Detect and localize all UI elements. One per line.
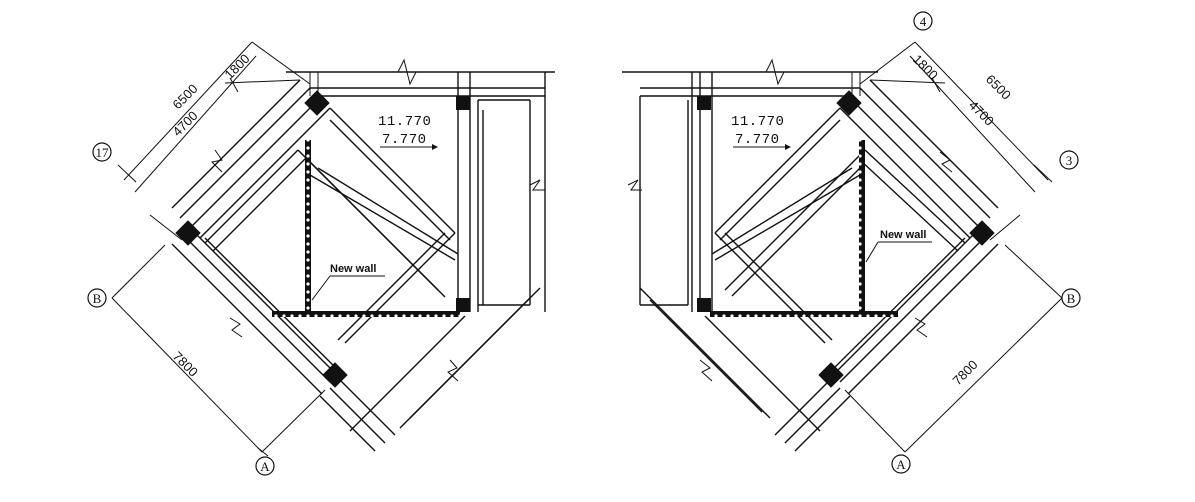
right-vertical-wall (627, 72, 713, 312)
right-dim-segment-a: 4700 (966, 98, 997, 129)
left-axis-bubble-b: B (87, 288, 107, 308)
left-axis-bubble-17: 17 (92, 142, 112, 162)
right-axis-bubble-4: 4 (913, 11, 933, 31)
left-plan: 6500 4700 1800 7800 11.770 7.770 New wal… (87, 41, 555, 476)
left-new-wall-note: New wall (330, 263, 376, 275)
svg-text:17: 17 (96, 145, 110, 160)
left-dim-bay: 7800 (170, 349, 201, 380)
right-top-wall (622, 58, 878, 97)
left-new-wall-horizontal (272, 311, 460, 317)
left-dim-overall: 6500 (170, 81, 201, 112)
right-new-wall-vertical (859, 140, 865, 315)
right-diagonal-frame (639, 79, 999, 452)
left-new-wall-vertical (305, 140, 311, 315)
right-columns (697, 90, 995, 388)
right-plan: 6500 4700 1800 7800 11.770 7.770 New wal… (622, 11, 1081, 474)
left-diagonal-frame (171, 79, 541, 452)
right-dim-overall: 6500 (983, 72, 1014, 103)
svg-text:A: A (896, 457, 906, 472)
left-elevation-lower: 7.770 (382, 132, 427, 148)
svg-text:3: 3 (1066, 153, 1073, 168)
left-elevation-upper: 11.770 (378, 114, 431, 130)
left-axis-bubble-a: A (255, 456, 275, 476)
right-new-wall-note: New wall (880, 229, 926, 241)
right-axis-bubble-a: A (891, 454, 911, 474)
left-dimension-lines (111, 41, 326, 457)
right-axis-bubble-3: 3 (1059, 150, 1079, 170)
svg-text:B: B (93, 291, 102, 306)
left-top-wall (286, 58, 555, 97)
svg-text:A: A (260, 459, 270, 474)
right-axis-bubble-b: B (1061, 288, 1081, 308)
svg-text:B: B (1067, 291, 1076, 306)
svg-text:4: 4 (920, 14, 927, 29)
right-dimension-lines (844, 41, 1063, 453)
right-elevation-upper: 11.770 (731, 114, 784, 130)
right-dim-segment-b: 1800 (910, 52, 941, 83)
left-vertical-wall (457, 72, 546, 312)
right-new-wall-horizontal (710, 311, 898, 317)
right-elevation-lower: 7.770 (735, 132, 780, 148)
right-dim-bay: 7800 (950, 357, 981, 388)
